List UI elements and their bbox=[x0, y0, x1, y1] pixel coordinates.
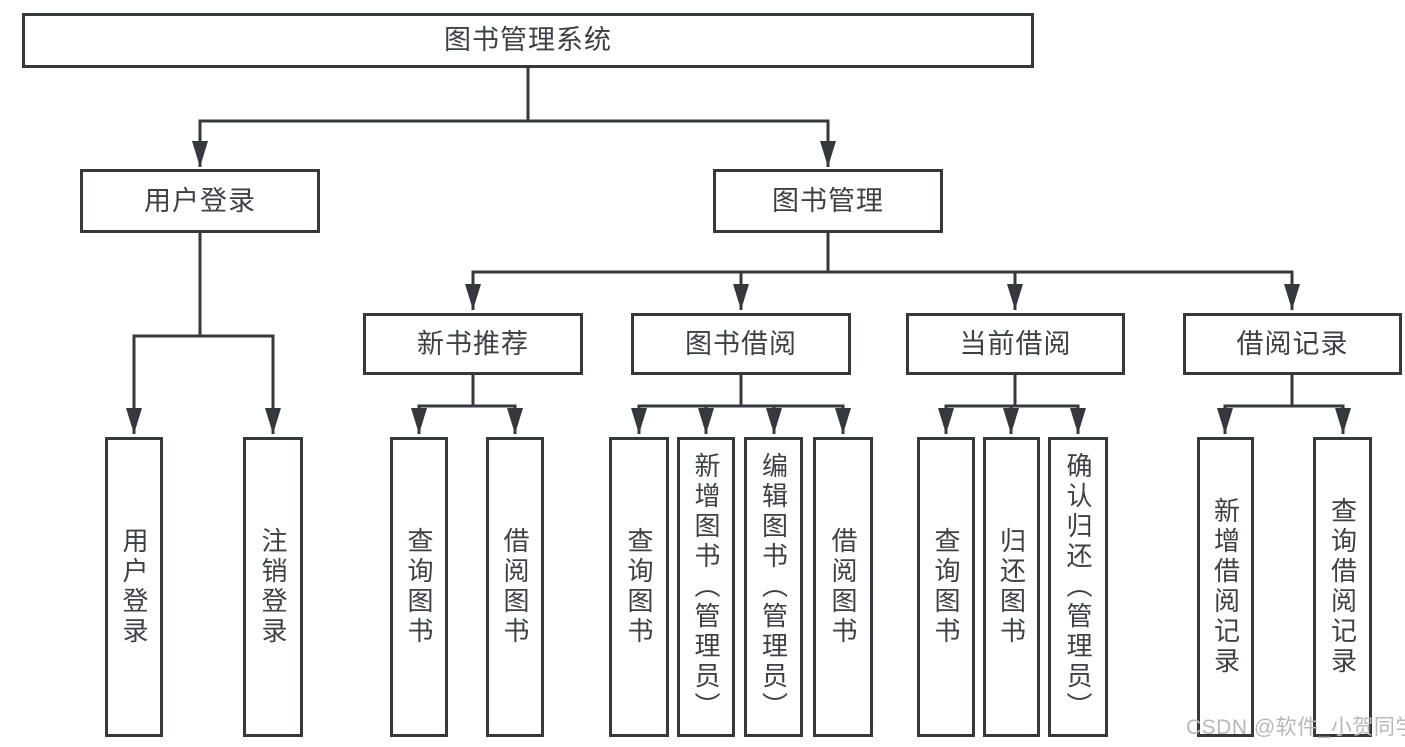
connector-book-borrow-to-leaves bbox=[631, 373, 851, 434]
node-library-system: 图书管理系统 bbox=[22, 13, 1034, 68]
connector-current-borrow-to-leaves bbox=[938, 373, 1086, 434]
node-label: 图书借阅 bbox=[685, 328, 797, 359]
node-label: 当前借阅 bbox=[959, 328, 1072, 359]
leaf-recommend-borrow-books: 借阅图书 bbox=[486, 437, 544, 737]
node-label: 查询图书 bbox=[931, 527, 961, 647]
node-current-borrow: 当前借阅 bbox=[906, 313, 1125, 375]
connector-borrow-record-to-leaves bbox=[1217, 373, 1351, 434]
node-label: 确认归还（管理员） bbox=[1063, 452, 1093, 722]
leaf-recommend-query-books: 查询图书 bbox=[390, 437, 448, 737]
node-label: 新增图书（管理员） bbox=[691, 452, 721, 722]
node-user-login: 用户登录 bbox=[80, 169, 320, 233]
leaf-current-query-books: 查询图书 bbox=[917, 437, 975, 737]
node-label: 查询借阅记录 bbox=[1327, 497, 1358, 677]
leaf-logout: 注销登录 bbox=[243, 437, 303, 737]
leaf-borrow-borrow-books: 借阅图书 bbox=[813, 437, 873, 737]
connector-user-login-to-leaves bbox=[126, 231, 281, 434]
node-label: 借阅图书 bbox=[500, 527, 530, 647]
node-label: 新书推荐 bbox=[417, 328, 529, 359]
leaf-borrow-add-books-admin: 新增图书（管理员） bbox=[677, 437, 735, 737]
leaf-records-query-record: 查询借阅记录 bbox=[1313, 437, 1372, 737]
node-label: 查询图书 bbox=[624, 527, 654, 647]
node-new-book-recommend: 新书推荐 bbox=[363, 313, 583, 375]
leaf-user-login: 用户登录 bbox=[105, 437, 163, 737]
leaf-borrow-query-books: 查询图书 bbox=[609, 437, 669, 737]
node-label: 注销登录 bbox=[258, 527, 288, 647]
leaf-records-add-record: 新增借阅记录 bbox=[1197, 437, 1254, 737]
leaf-current-return-books: 归还图书 bbox=[983, 437, 1040, 737]
node-label: 图书管理 bbox=[772, 185, 884, 216]
node-label: 新增借阅记录 bbox=[1210, 497, 1241, 677]
node-label: 借阅记录 bbox=[1236, 328, 1349, 359]
node-label: 查询图书 bbox=[404, 527, 434, 647]
node-label: 用户登录 bbox=[119, 527, 149, 647]
node-book-borrow: 图书借阅 bbox=[631, 313, 851, 375]
node-label: 用户登录 bbox=[144, 185, 256, 216]
node-label: 编辑图书（管理员） bbox=[758, 452, 789, 722]
node-label: 归还图书 bbox=[996, 527, 1027, 647]
csdn-watermark: CSDN @软件_小贺同学 bbox=[1186, 716, 1405, 739]
node-borrow-records: 借阅记录 bbox=[1183, 313, 1402, 375]
node-label: 借阅图书 bbox=[828, 527, 858, 647]
leaf-current-confirm-return-admin: 确认归还（管理员） bbox=[1048, 437, 1108, 737]
connector-new-book-rec-to-leaves bbox=[411, 373, 523, 434]
leaf-borrow-edit-books-admin: 编辑图书（管理员） bbox=[744, 437, 803, 737]
connector-root-to-level2 bbox=[192, 66, 836, 167]
connector-book-mgmt-to-level3 bbox=[465, 231, 1300, 310]
node-book-management: 图书管理 bbox=[713, 169, 943, 233]
node-label: 图书管理系统 bbox=[444, 25, 612, 55]
